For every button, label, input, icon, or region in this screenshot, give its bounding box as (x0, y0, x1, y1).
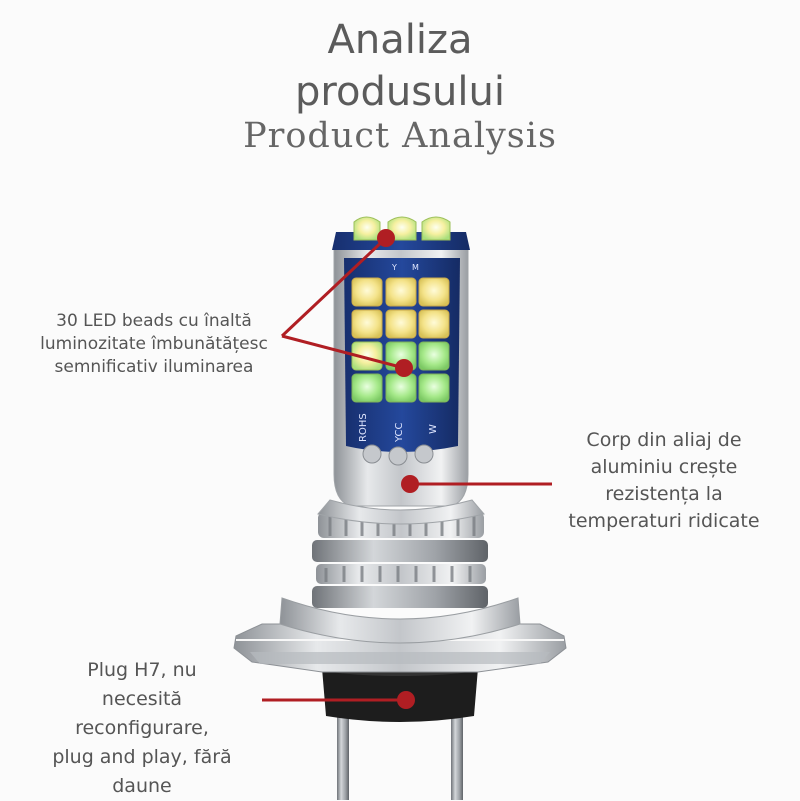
title-line-2: produsului (295, 69, 505, 115)
callout-line: aluminiu crește (590, 456, 738, 478)
page-subtitle: Product Analysis (243, 116, 557, 156)
title-line-1: Analiza (327, 17, 473, 63)
callout-line: semnificativ iluminarea (54, 357, 254, 377)
callout-led-beads: 30 LED beads cu înaltă luminozitate îmbu… (30, 310, 278, 379)
callout-line: rezistența la (605, 483, 723, 505)
led-bead (351, 373, 383, 403)
led-bead (418, 373, 450, 403)
pointer-dot (395, 359, 413, 377)
chip-marking-w: W (428, 424, 439, 434)
callout-line: temperaturi ridicate (568, 510, 760, 532)
heatsink (312, 512, 488, 608)
led-bead (351, 341, 383, 371)
plug-pins (337, 700, 463, 800)
pointer-dot (377, 229, 395, 247)
chip-marking-rohs: ROHS (358, 413, 369, 442)
page-title: Analiza produsului (0, 14, 800, 118)
callout-line: daune (112, 775, 172, 797)
callout-h7-plug: Plug H7, nu necesită reconfigurare, plug… (24, 656, 260, 801)
led-bead (418, 309, 450, 339)
top-led-array (353, 216, 451, 241)
pointer-dot (401, 475, 419, 493)
chip-marking-y: Y (391, 263, 397, 272)
callout-line: luminozitate îmbunătățesc (40, 334, 268, 354)
callout-aluminium-body: Corp din aliaj de aluminiu crește rezist… (548, 427, 780, 535)
callout-line: Corp din aliaj de (586, 429, 742, 451)
pointer-dot (397, 691, 415, 709)
callout-line: Plug H7, nu (87, 659, 197, 681)
led-bead (385, 309, 417, 339)
callout-line: necesită (101, 688, 183, 710)
led-bead (418, 277, 450, 307)
led-bead (418, 341, 450, 371)
chip-marking-ycc: YCC (394, 422, 405, 443)
led-array (351, 277, 450, 403)
chip-marking-m: M (412, 263, 419, 272)
led-bead (351, 309, 383, 339)
callout-line: 30 LED beads cu înaltă (56, 311, 252, 331)
pointer-leds (280, 236, 405, 370)
callout-line: plug and play, fără (52, 746, 232, 768)
callout-line: reconfigurare, (75, 717, 209, 739)
led-bead (351, 277, 383, 307)
led-bead (385, 277, 417, 307)
led-bead (385, 373, 417, 403)
bottom-led-row (362, 444, 434, 466)
